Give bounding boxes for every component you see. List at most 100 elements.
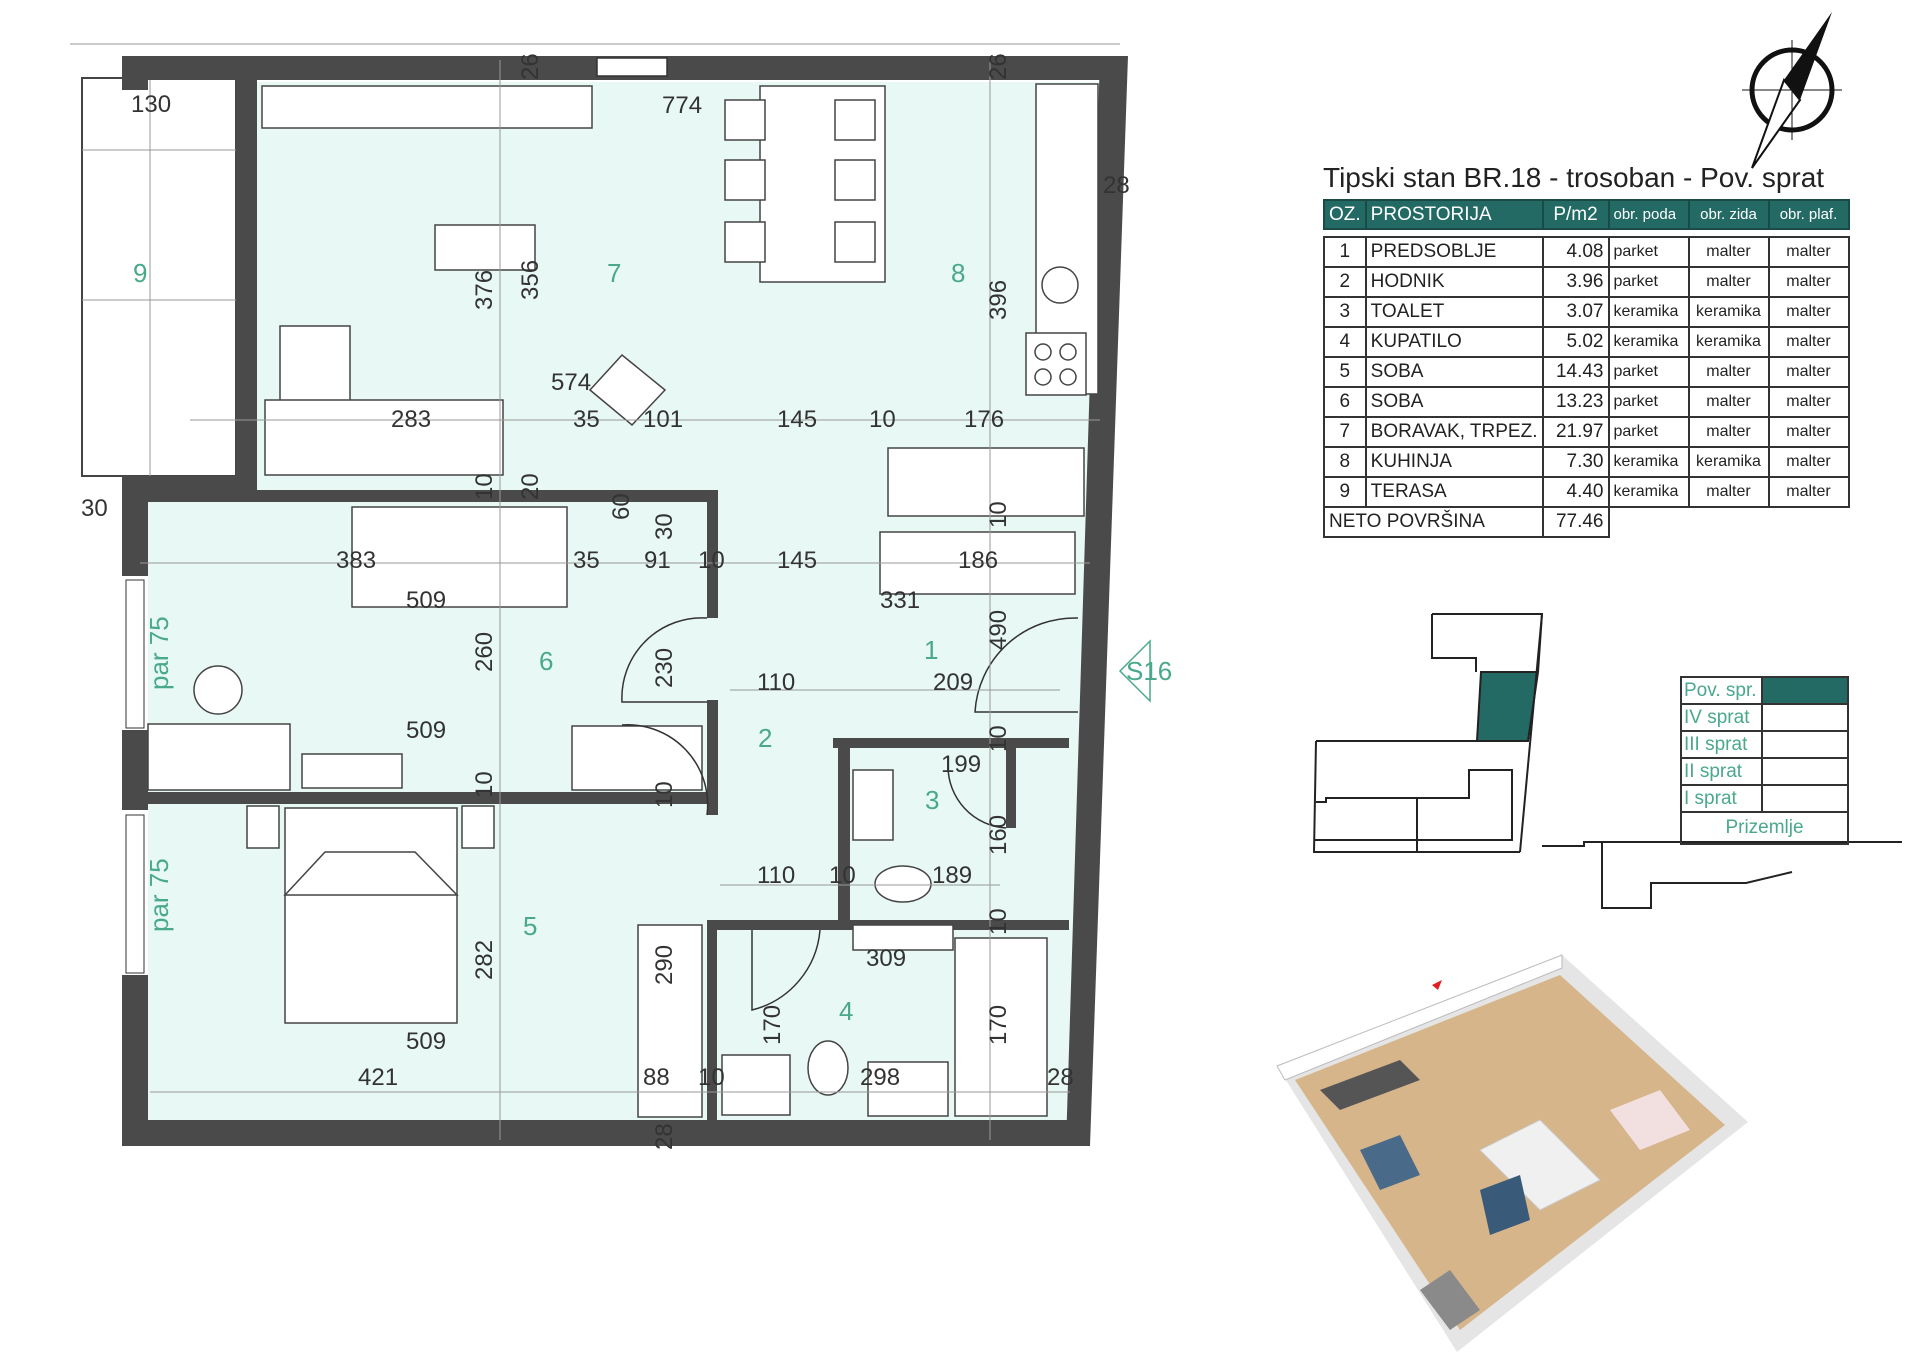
room-number: 1 [924,635,938,665]
header-cell: obr. zida [1687,199,1770,230]
floor-indicator [1761,703,1849,732]
doors [621,617,1079,1011]
table-cell: malter [1767,476,1850,508]
svg-text:10: 10 [471,473,498,500]
window-label: par 75 [144,616,174,690]
north-arrow-icon [1742,12,1842,169]
table-cell: 7.30 [1541,446,1610,478]
table-cell: 3.07 [1541,296,1610,328]
floor-indicator [1761,730,1849,759]
svg-text:110: 110 [757,669,795,696]
svg-text:160: 160 [985,815,1012,855]
svg-text:290: 290 [651,945,678,985]
table-cell: 3 [1323,296,1367,328]
table-cell: 13.23 [1541,386,1610,418]
svg-text:10: 10 [698,1064,725,1091]
room-number: 2 [758,723,772,753]
svg-text:509: 509 [406,1028,446,1055]
svg-text:170: 170 [759,1005,786,1045]
floor-label: III sprat [1680,730,1763,759]
table-cell: BORAVAK, TRPEZ. [1364,416,1544,448]
svg-text:186: 186 [958,547,998,574]
furniture [147,83,1099,1118]
svg-text:209: 209 [933,669,973,696]
header-cell: OZ. [1323,199,1367,230]
table-cell: 14.43 [1541,356,1610,388]
table-cell: 4 [1323,326,1367,358]
table-cell: keramika [1607,476,1690,508]
table-cell: parket [1607,266,1690,298]
table-cell: 4.40 [1541,476,1610,508]
svg-text:30: 30 [651,513,678,540]
table-cell: keramika [1607,446,1690,478]
window-label: par 75 [144,858,174,932]
room-number: 8 [951,258,965,288]
svg-text:35: 35 [573,547,600,574]
svg-text:28: 28 [651,1123,678,1150]
floor-label: II sprat [1680,757,1763,786]
svg-text:376: 376 [471,270,498,310]
table-cell: malter [1767,266,1850,298]
table-cell: parket [1607,356,1690,388]
floor-indicator-current [1761,676,1849,705]
table-cell: parket [1607,416,1690,448]
room-number: 6 [539,646,553,676]
table-cell: 3.96 [1541,266,1610,298]
svg-text:260: 260 [471,632,498,672]
svg-text:S16: S16 [1126,656,1172,686]
table-cell: malter [1767,236,1850,268]
svg-text:10: 10 [869,406,896,433]
svg-text:110: 110 [757,862,795,889]
svg-text:130: 130 [131,91,171,118]
table-cell: KUHINJA [1364,446,1544,478]
table-cell: malter [1767,296,1850,328]
svg-text:28: 28 [1103,172,1130,199]
table-cell: keramika [1607,326,1690,358]
section-marker: S16 [1118,639,1172,703]
floor-selector: Pov. spr. IV sprat III sprat II sprat I … [1680,676,1849,845]
svg-text:30: 30 [81,495,108,522]
table-cell: keramika [1687,326,1770,358]
svg-text:101: 101 [643,406,683,433]
svg-text:91: 91 [644,547,671,574]
svg-text:774: 774 [662,92,702,119]
svg-text:574: 574 [551,369,591,396]
svg-text:145: 145 [777,406,817,433]
table-cell: 9 [1323,476,1367,508]
table-cell: malter [1687,356,1770,388]
table-cell: parket [1607,386,1690,418]
dimensions: 130 774 26 26 28 376 356 396 574 283 35 … [81,53,1130,1150]
section-diagram [1542,841,1902,909]
svg-text:26: 26 [985,53,1012,80]
table-cell: HODNIK [1364,266,1544,298]
terrace [81,77,237,477]
floor-indicator [1761,784,1849,813]
svg-text:189: 189 [932,862,972,889]
svg-text:283: 283 [391,406,431,433]
header-cell: obr. plaf. [1767,199,1850,230]
building-key-plan [1312,613,1544,853]
floor-label: Pov. spr. [1680,676,1763,705]
table-cell: keramika [1607,296,1690,328]
svg-text:356: 356 [517,260,544,300]
svg-text:20: 20 [517,473,544,500]
room-number: 4 [839,996,853,1026]
svg-text:490: 490 [985,610,1012,650]
table-cell: 1 [1323,236,1367,268]
table-cell: SOBA [1364,386,1544,418]
table-cell: malter [1767,386,1850,418]
svg-text:10: 10 [985,908,1012,935]
svg-text:88: 88 [643,1064,670,1091]
table-cell: keramika [1687,296,1770,328]
table-cell: 21.97 [1541,416,1610,448]
table-cell: malter [1687,266,1770,298]
svg-text:176: 176 [964,406,1004,433]
svg-text:10: 10 [698,547,725,574]
table-cell: PREDSOBLJE [1364,236,1544,268]
